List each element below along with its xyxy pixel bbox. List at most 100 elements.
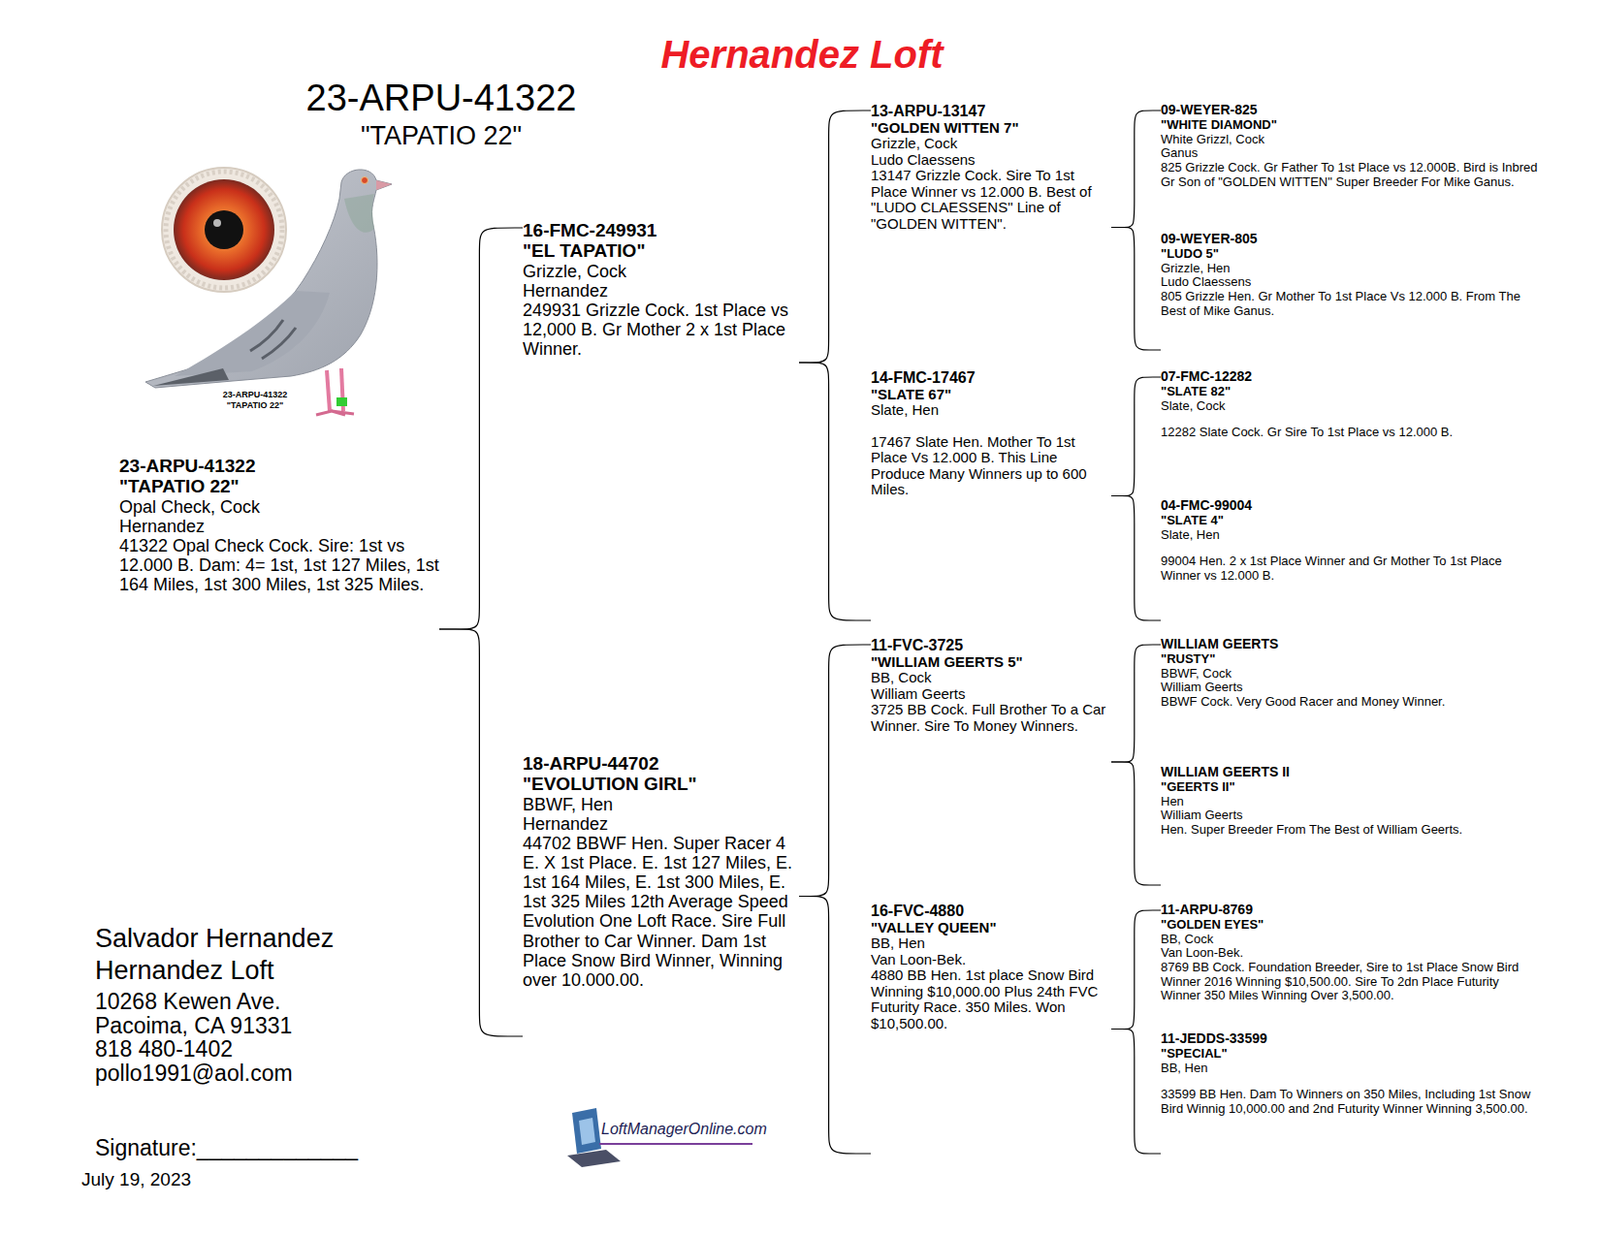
description: 41322 Opal Check Cock. Sire: 1st vs 12.0… — [119, 536, 440, 595]
color-sex: BB, Hen — [1160, 1061, 1539, 1077]
pedigree-bracket — [799, 644, 871, 897]
color-sex: Slate, Hen — [870, 402, 1112, 419]
pedigree-bracket — [799, 896, 871, 1155]
color-sex: Grizzle, Cock — [522, 261, 800, 282]
breeder-name: Hernandez — [522, 281, 800, 301]
color-sex: BBWF, Hen — [522, 795, 800, 815]
owner-name: Salvador Hernandez — [95, 924, 334, 955]
bird-name: "GOLDEN WITTEN 7" — [870, 120, 1112, 137]
breeder-name: William Geerts — [1160, 680, 1539, 696]
color-sex: Slate, Hen — [1160, 528, 1539, 544]
bird-name: "SPECIAL" — [1160, 1047, 1539, 1062]
pedigree-entry: 11-JEDDS-33599"SPECIAL"BB, Hen33599 BB H… — [1160, 1031, 1539, 1156]
description: 99004 Hen. 2 x 1st Place Winner and Gr M… — [1160, 554, 1539, 583]
date-label: July 19, 2023 — [81, 1169, 192, 1191]
pedigree-bracket — [1111, 1029, 1161, 1155]
breeder-name: William Geerts — [870, 686, 1112, 704]
pedigree-bracket — [1111, 644, 1161, 763]
color-sex: BB, Cock — [870, 670, 1112, 687]
band-number: 07-FMC-12282 — [1160, 369, 1539, 385]
color-sex: BB, Cock — [1160, 932, 1539, 948]
bird-name: "LUDO 5" — [1160, 247, 1539, 262]
phone-number: 818 480-1402 — [95, 1036, 233, 1062]
name-heading: "TAPATIO 22" — [360, 121, 522, 152]
bird-name: "WHITE DIAMOND" — [1160, 118, 1539, 133]
band-number: 09-WEYER-825 — [1160, 102, 1539, 119]
address-line: 10268 Kewen Ave. — [95, 989, 281, 1015]
description: Hen. Super Breeder From The Best of Will… — [1160, 823, 1539, 838]
pedigree-bracket — [1111, 910, 1161, 1030]
page-title: Hernandez Loft — [660, 32, 943, 77]
breeder-name: William Geerts — [1160, 808, 1539, 824]
bird-name: "RUSTY" — [1160, 652, 1539, 668]
photo-caption: "TAPATIO 22" — [226, 400, 285, 412]
band-number: WILLIAM GEERTS — [1160, 637, 1539, 653]
color-sex: BB, Hen — [870, 935, 1112, 953]
band-number: 23-ARPU-41322 — [119, 455, 440, 477]
pedigree-entry: 18-ARPU-44702"EVOLUTION GIRL"BBWF, HenHe… — [522, 753, 800, 1039]
color-sex: Grizzle, Cock — [870, 135, 1112, 153]
bird-name: "SLATE 67" — [870, 386, 1112, 404]
pedigree-entry: 11-FVC-3725"WILLIAM GEERTS 5"BB, CockWil… — [870, 637, 1112, 783]
color-sex: Grizzle, Hen — [1160, 261, 1539, 277]
bird-name: "GOLDEN EYES" — [1160, 918, 1539, 933]
loft-name: Hernandez Loft — [95, 956, 275, 987]
bird-name: "TAPATIO 22" — [119, 476, 440, 497]
color-sex: Slate, Cock — [1160, 399, 1539, 415]
breeder-name: Ludo Claessens — [1160, 275, 1539, 290]
pedigree-entry: 04-FMC-99004"SLATE 4"Slate, Hen 99004 Hen… — [1160, 498, 1539, 623]
pedigree-entry: 11-ARPU-8769"GOLDEN EYES"BB, CockVan Loo… — [1160, 902, 1539, 1004]
pigeon-body — [145, 169, 392, 416]
band-number: 14-FMC-17467 — [870, 369, 1112, 387]
band-number: 18-ARPU-44702 — [522, 753, 800, 774]
pedigree-entry: 14-FMC-17467"SLATE 67"Slate, Hen 17467 Sl… — [870, 369, 1112, 623]
pedigree-entry: 16-FVC-4880"VALLEY QUEEN"BB, HenVan Loon… — [870, 902, 1112, 1156]
pedigree-bracket — [439, 227, 523, 630]
description: 825 Grizzle Cock. Gr Father To 1st Place… — [1160, 160, 1539, 190]
description: BBWF Cock. Very Good Racer and Money Win… — [1160, 695, 1539, 710]
band-number: WILLIAM GEERTS II — [1160, 765, 1539, 781]
description: 44702 BBWF Hen. Super Racer 4 E. X 1st P… — [522, 833, 800, 991]
pedigree-bracket — [1111, 227, 1161, 352]
color-sex: Hen — [1160, 795, 1539, 810]
band-number: 16-FMC-249931 — [522, 220, 800, 241]
band-number: 13-ARPU-13147 — [870, 102, 1112, 121]
eye-closeup — [161, 167, 287, 292]
email-address: pollo1991@aol.com — [95, 1060, 293, 1087]
bird-name: "SLATE 82" — [1160, 384, 1539, 400]
description: 3725 BB Cock. Full Brother To a Car Winn… — [870, 702, 1112, 735]
pedigree-entry: 09-WEYER-805"LUDO 5"Grizzle, HenLudo Cla… — [1160, 231, 1539, 352]
pedigree-bracket — [799, 362, 871, 621]
band-number: 04-FMC-99004 — [1160, 498, 1539, 514]
bird-name: "SLATE 4" — [1160, 513, 1539, 529]
logo-text: LoftManagerOnline.com — [601, 1120, 768, 1139]
description: 4880 BB Hen. 1st place Snow Bird Winning… — [870, 967, 1112, 1032]
pedigree-bracket — [799, 110, 871, 363]
description: 249931 Grizzle Cock. 1st Place vs 12,000… — [522, 300, 800, 359]
description: 13147 Grizzle Cock. Sire To 1st Place Wi… — [870, 167, 1112, 232]
pedigree-entry: 23-ARPU-41322"TAPATIO 22"Opal Check, Coc… — [119, 455, 440, 650]
description: 33599 BB Hen. Dam To Winners on 350 Mile… — [1160, 1088, 1539, 1117]
band-number: 09-WEYER-805 — [1160, 231, 1539, 248]
pedigree-entry: 07-FMC-12282"SLATE 82"Slate, Cock12282 S… — [1160, 369, 1539, 441]
breeder-name: Hernandez — [119, 516, 440, 537]
breeder-name: Ludo Claessens — [870, 152, 1112, 169]
signature-line: Signature:_____________ — [95, 1135, 358, 1161]
color-sex: BBWF, Cock — [1160, 667, 1539, 682]
description: 17467 Slate Hen. Mother To 1st Place Vs … — [870, 434, 1112, 499]
pedigree-bracket — [1111, 110, 1161, 228]
photo-caption: 23-ARPU-41322 — [223, 389, 288, 401]
pedigree-entry: 16-FMC-249931"EL TAPATIO"Grizzle, CockHe… — [522, 220, 800, 376]
breeder-name: Van Loon-Bek. — [1160, 946, 1539, 961]
description: 805 Grizzle Hen. Gr Mother To 1st Place … — [1160, 289, 1539, 319]
breeder-name: Van Loon-Bek. — [870, 952, 1112, 969]
band-heading: 23-ARPU-41322 — [306, 77, 577, 121]
address-line: Pacoima, CA 91331 — [95, 1013, 292, 1039]
breeder-name: Ganus — [1160, 146, 1539, 161]
description: 8769 BB Cock. Foundation Breeder, Sire t… — [1160, 960, 1539, 1004]
pedigree-bracket — [439, 629, 523, 1037]
bird-name: "VALLEY QUEEN" — [870, 920, 1112, 937]
pedigree-entry: 13-ARPU-13147"GOLDEN WITTEN 7"Grizzle, C… — [870, 102, 1112, 249]
pedigree-entry: WILLIAM GEERTS"RUSTY"BBWF, CockWilliam G… — [1160, 637, 1539, 710]
band-number: 16-FVC-4880 — [870, 902, 1112, 921]
